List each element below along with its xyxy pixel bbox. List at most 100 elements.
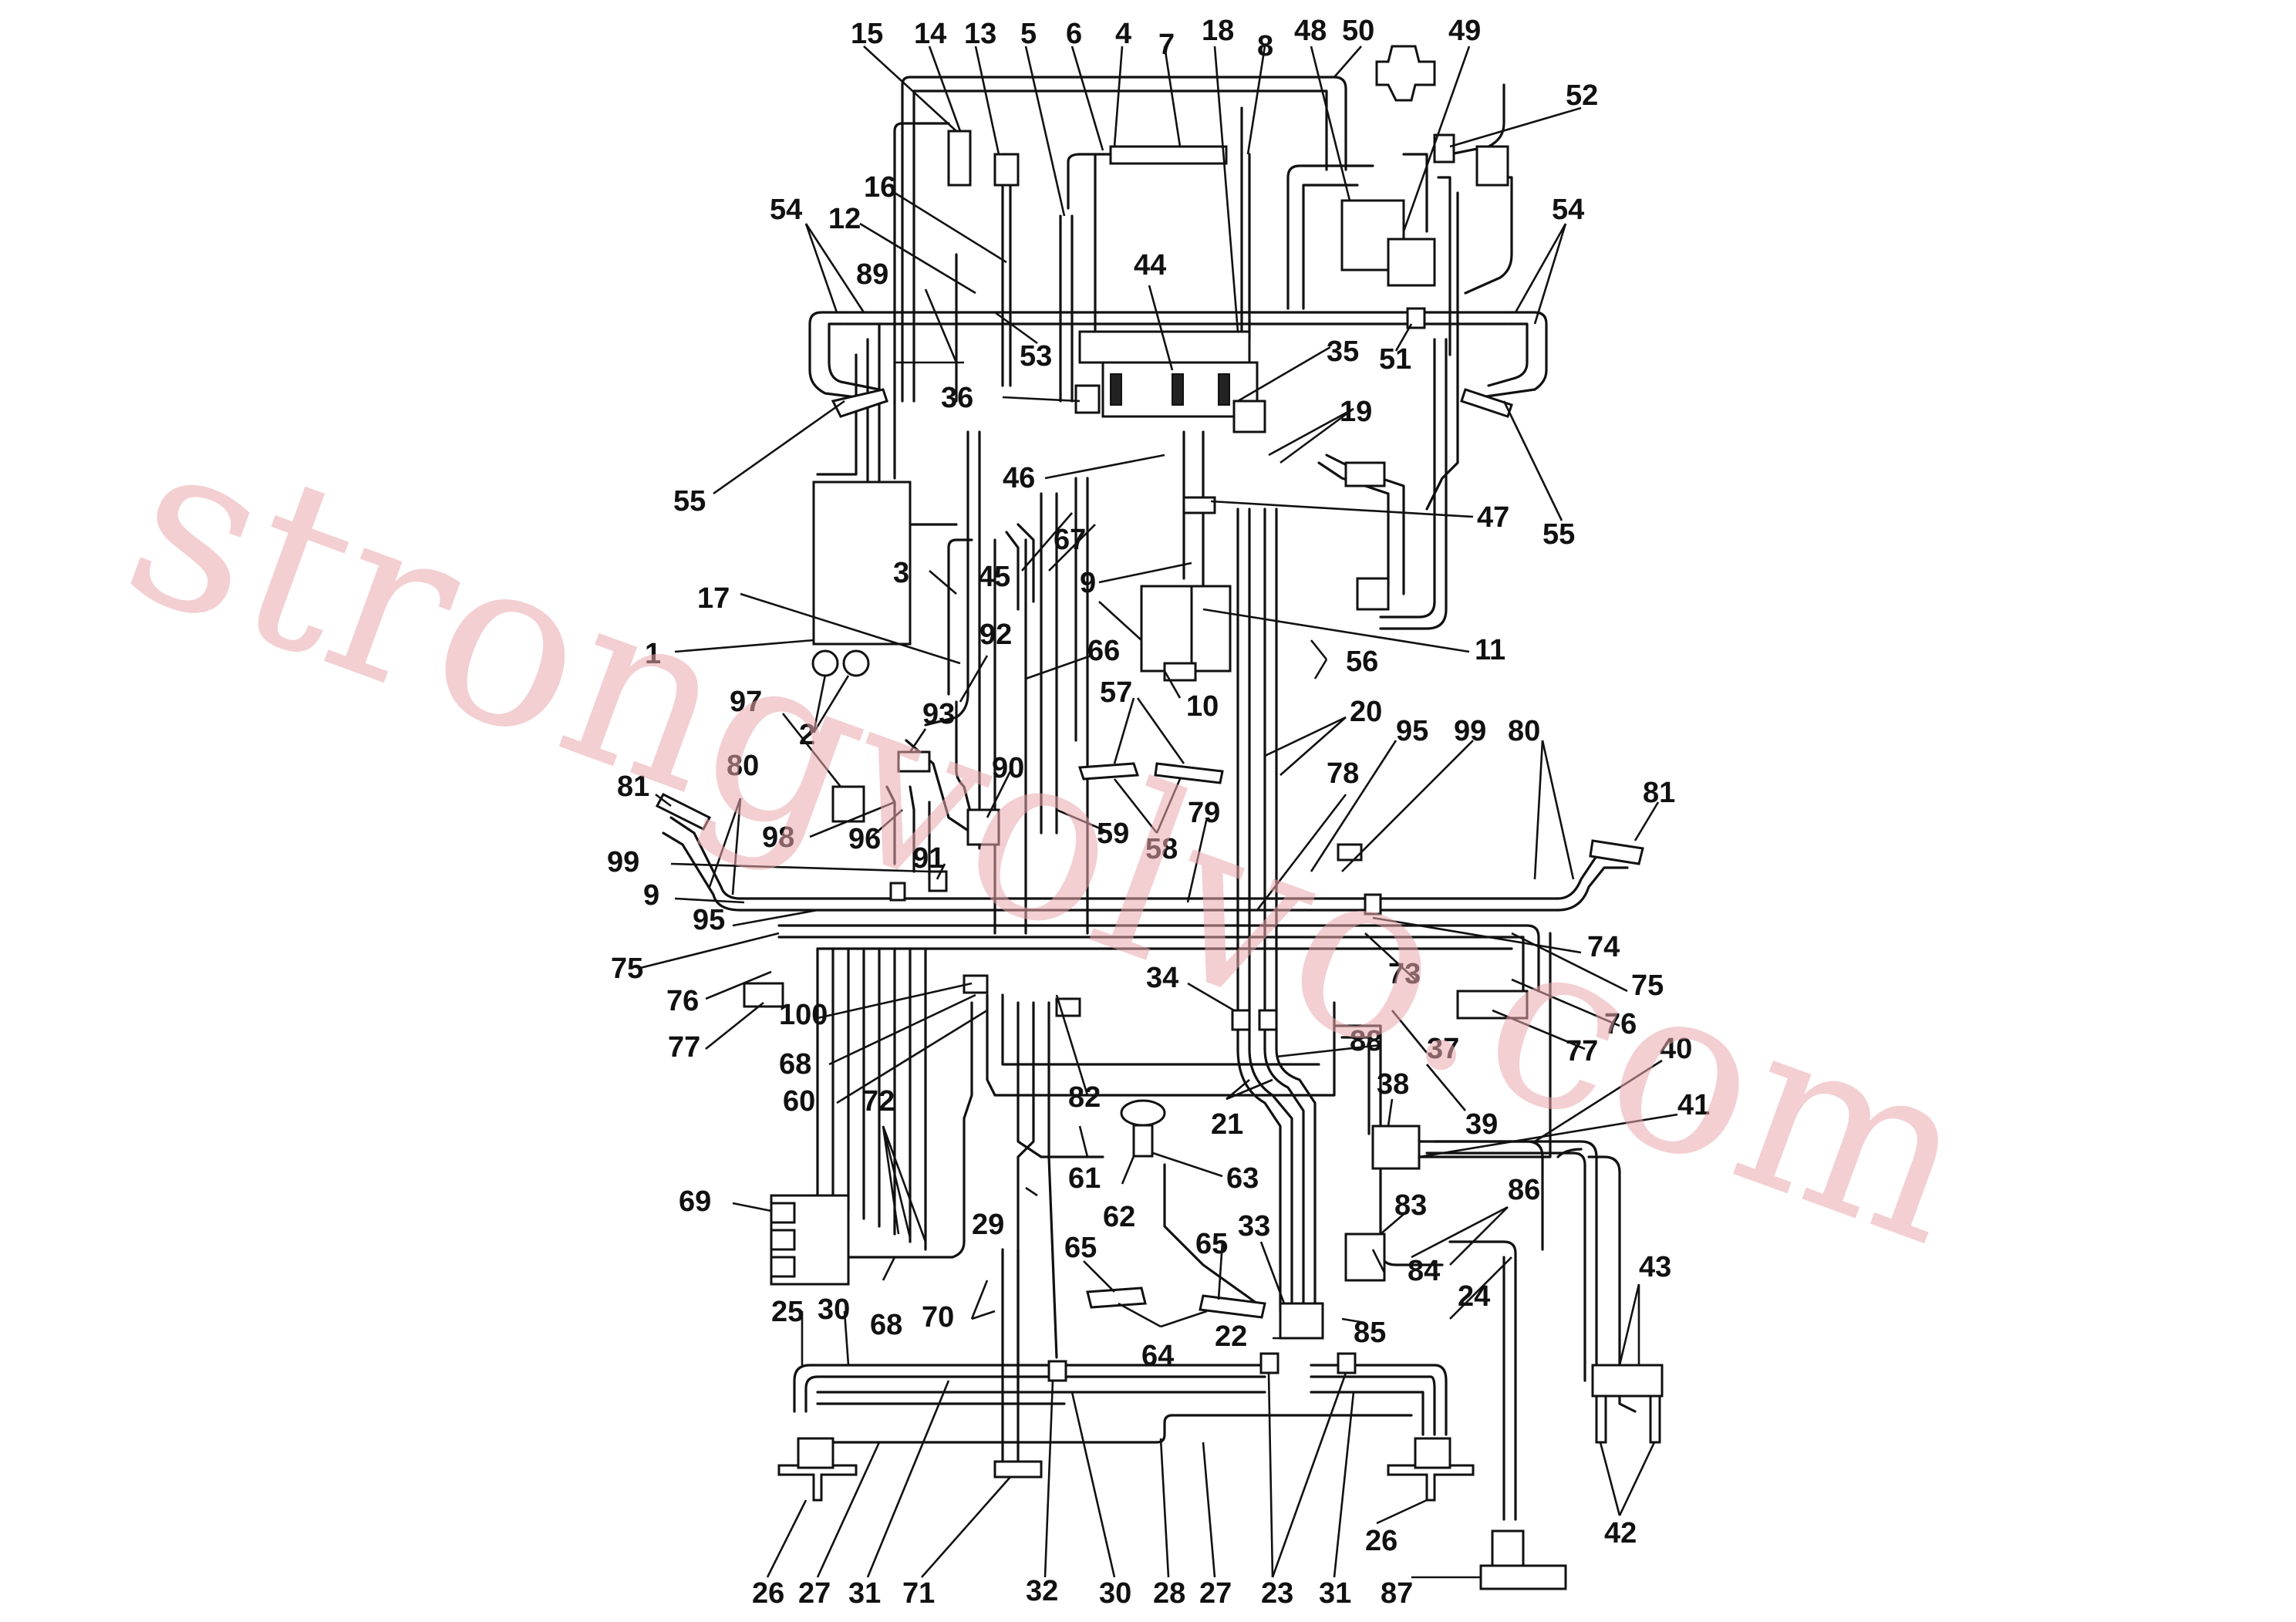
label-38: 38 xyxy=(1377,1068,1409,1101)
label-84: 84 xyxy=(1408,1255,1440,1287)
label-33: 33 xyxy=(1238,1210,1270,1243)
label-57: 57 xyxy=(1100,676,1132,709)
label-98: 98 xyxy=(762,821,794,854)
label-37: 37 xyxy=(1427,1033,1459,1065)
tee-51 xyxy=(1406,307,1426,329)
valve-50 xyxy=(1375,45,1436,102)
callout-labels: 15 14 13 5 6 4 7 18 8 48 50 49 52 54 54 … xyxy=(607,15,1710,1610)
valve-13 xyxy=(993,153,1020,187)
label-75-left: 75 xyxy=(611,953,643,985)
label-88: 88 xyxy=(1350,1025,1382,1057)
label-76-right: 76 xyxy=(1604,1008,1637,1040)
label-27-right: 27 xyxy=(1199,1577,1232,1610)
cylinder-87 xyxy=(1479,1564,1567,1590)
label-11: 11 xyxy=(1475,634,1505,666)
label-25: 25 xyxy=(771,1296,804,1328)
valve-36 xyxy=(1074,384,1101,414)
label-69: 69 xyxy=(679,1185,711,1218)
valve-14 xyxy=(947,130,972,187)
label-17: 17 xyxy=(697,582,730,615)
label-5: 5 xyxy=(1020,18,1037,50)
label-30-upper: 30 xyxy=(818,1293,850,1326)
cylinder-55-right xyxy=(1460,388,1513,418)
component-top-right xyxy=(1475,145,1509,187)
label-40: 40 xyxy=(1660,1033,1692,1065)
label-35: 35 xyxy=(1327,336,1359,368)
steering-column-62 xyxy=(1132,1124,1154,1158)
label-96: 96 xyxy=(848,823,881,855)
label-9-top: 9 xyxy=(1080,567,1096,599)
label-87: 87 xyxy=(1381,1577,1413,1610)
tank-1 xyxy=(812,481,912,646)
label-91: 91 xyxy=(912,842,945,875)
label-66: 66 xyxy=(1087,635,1120,667)
components xyxy=(655,45,1664,1590)
pipe-network xyxy=(662,76,1637,1521)
label-32: 32 xyxy=(1026,1575,1058,1607)
cylinder-57b xyxy=(1154,762,1224,784)
cylinder-65a xyxy=(1086,1286,1147,1309)
label-73: 73 xyxy=(1388,958,1421,990)
label-29: 29 xyxy=(972,1209,1004,1241)
label-81-left: 81 xyxy=(617,771,649,803)
cylinder-81-left xyxy=(655,793,712,831)
label-30-lower: 30 xyxy=(1099,1577,1131,1610)
label-16: 16 xyxy=(864,171,896,204)
label-41: 41 xyxy=(1677,1089,1710,1121)
label-89: 89 xyxy=(856,258,888,291)
label-18: 18 xyxy=(1202,15,1234,47)
label-97: 97 xyxy=(730,686,762,718)
label-77-left: 77 xyxy=(668,1031,700,1064)
cylinder-55-left xyxy=(831,388,888,418)
label-6: 6 xyxy=(1066,18,1082,50)
valve-38 xyxy=(1371,1125,1421,1170)
cylinder-57a xyxy=(1077,762,1140,781)
label-28: 28 xyxy=(1153,1577,1185,1610)
label-10: 10 xyxy=(1186,690,1219,723)
label-75-right: 75 xyxy=(1631,969,1664,1002)
label-65-right: 65 xyxy=(1195,1228,1228,1260)
label-27-left: 27 xyxy=(798,1577,831,1610)
label-8: 8 xyxy=(1257,30,1273,62)
label-55-left: 55 xyxy=(673,485,706,518)
label-81-right: 81 xyxy=(1643,777,1675,809)
label-52: 52 xyxy=(1566,79,1598,112)
tee-23b xyxy=(1337,1352,1357,1374)
valve-76-right xyxy=(1456,990,1529,1020)
valve-35 xyxy=(1232,400,1266,433)
fitting-42b xyxy=(1649,1394,1661,1444)
label-83: 83 xyxy=(1394,1189,1427,1222)
cylinder-43 xyxy=(1591,1364,1664,1398)
valve-right-mid-b xyxy=(1356,577,1390,611)
label-46: 46 xyxy=(1003,462,1035,494)
label-86: 86 xyxy=(1508,1174,1540,1206)
fitting-71 xyxy=(993,1460,1043,1479)
valve-83-84 xyxy=(1344,1233,1386,1282)
label-12: 12 xyxy=(828,203,861,235)
component-52 xyxy=(1433,133,1455,164)
label-58: 58 xyxy=(1145,833,1178,865)
label-95-right: 95 xyxy=(1396,715,1428,747)
mount-26-right xyxy=(1387,1464,1475,1502)
label-14: 14 xyxy=(914,18,946,50)
label-31-left: 31 xyxy=(848,1577,881,1610)
label-50: 50 xyxy=(1342,15,1374,47)
label-72: 72 xyxy=(862,1085,895,1118)
valve-49 xyxy=(1387,238,1436,287)
label-80-right: 80 xyxy=(1508,715,1540,747)
watermark-text: strongvolvo.com xyxy=(97,384,2004,1297)
label-54-right: 54 xyxy=(1552,194,1584,226)
label-21: 21 xyxy=(1211,1108,1243,1141)
label-99-right: 99 xyxy=(1454,715,1486,747)
label-80-left: 80 xyxy=(727,750,759,782)
label-77-right: 77 xyxy=(1566,1035,1598,1067)
label-70: 70 xyxy=(922,1301,954,1334)
tee-23a xyxy=(1259,1352,1279,1374)
fitting-42a xyxy=(1595,1394,1607,1444)
label-85: 85 xyxy=(1354,1317,1386,1349)
label-64: 64 xyxy=(1141,1340,1174,1372)
label-47: 47 xyxy=(1477,501,1509,534)
label-99-left: 99 xyxy=(607,846,639,878)
mount-26-left xyxy=(777,1464,858,1502)
